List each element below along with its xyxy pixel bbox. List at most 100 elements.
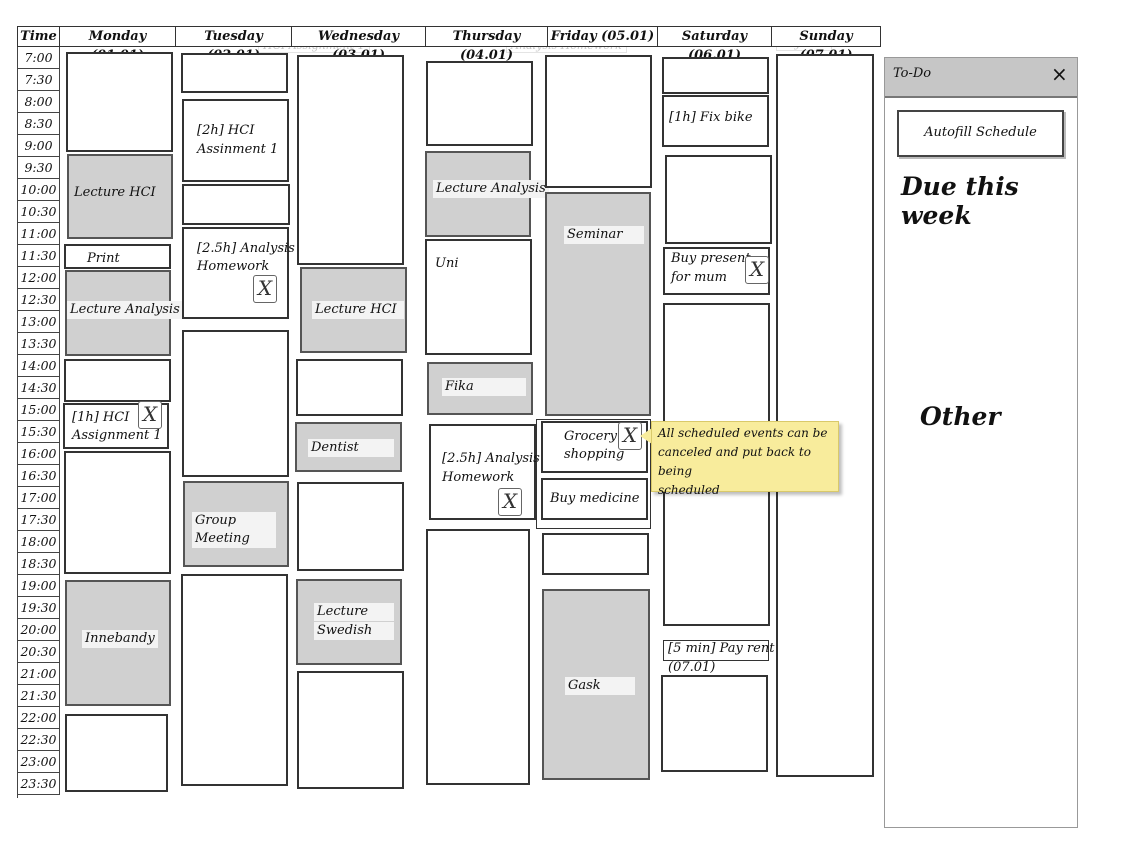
tuesday-analysis-homework[interactable]: [2.5h] Analysis Homework xyxy=(182,227,295,319)
event-label: Lecture Analysis xyxy=(67,301,183,319)
tooltip-line: canceled and put back to being xyxy=(658,445,811,478)
saturday-fix-bike[interactable]: [1h] Fix bike xyxy=(662,95,769,147)
friday-gask[interactable]: Gask xyxy=(542,589,650,780)
time-slot-label: 17:00 xyxy=(17,487,60,509)
tooltip-line: All scheduled events can be xyxy=(658,426,828,440)
wednesday-dentist[interactable]: Dentist xyxy=(295,422,402,472)
thursday-uni[interactable]: Uni xyxy=(425,239,532,355)
thursday-lecture-analysis[interactable]: Lecture Analysis xyxy=(425,151,549,237)
monday-lecture-analysis[interactable]: Lecture Analysis xyxy=(65,270,183,356)
wednesday-free-slot[interactable] xyxy=(297,482,404,571)
time-slot-label: 9:00 xyxy=(17,135,60,157)
time-slot-label: 8:30 xyxy=(17,113,60,135)
event-label: Meeting xyxy=(192,530,276,548)
event-label: Uni xyxy=(435,256,459,271)
event-label: for mum xyxy=(671,270,728,285)
monday-free-slot[interactable] xyxy=(65,714,168,792)
event-label: Lecture HCI xyxy=(74,185,156,200)
time-slot-label: 16:30 xyxy=(17,465,60,487)
time-slot-label: 23:30 xyxy=(17,773,60,795)
monday-free-slot[interactable] xyxy=(64,359,171,402)
cancel-event-button[interactable]: X xyxy=(745,256,769,284)
time-slot-label: 23:00 xyxy=(17,751,60,773)
other-heading: Other xyxy=(920,402,1001,431)
header-sunday: Sunday (07.01) xyxy=(772,26,881,63)
thursday-free-slot[interactable] xyxy=(426,61,533,146)
thursday-free-slot[interactable] xyxy=(426,529,530,785)
close-icon[interactable]: × xyxy=(1051,62,1068,86)
event-label: Assinment 1 xyxy=(197,142,279,157)
wednesday-free-slot[interactable] xyxy=(297,55,404,265)
event-label: [5 min] Pay rent xyxy=(668,641,775,656)
saturday-free-slot[interactable] xyxy=(661,675,768,772)
event-label: Group xyxy=(192,512,276,530)
saturday-free-slot[interactable] xyxy=(662,57,769,94)
event-label: Lecture Analysis xyxy=(433,180,549,198)
thursday-fika[interactable]: Fika xyxy=(427,362,533,415)
monday-innebandy[interactable]: Innebandy xyxy=(65,580,171,706)
event-label: Innebandy xyxy=(82,630,158,648)
saturday-free-slot[interactable] xyxy=(665,155,772,244)
wednesday-free-slot[interactable] xyxy=(296,359,403,416)
monday-lecture-hci[interactable]: Lecture HCI xyxy=(67,154,173,239)
time-slot-label: 17:30 xyxy=(17,509,60,531)
time-slot-label: 18:00 xyxy=(17,531,60,553)
autofill-schedule-button[interactable]: Autofill Schedule xyxy=(897,110,1064,157)
tuesday-free-slot[interactable] xyxy=(182,184,290,225)
cancel-event-button[interactable]: X xyxy=(253,275,277,303)
monday-hci-assignment[interactable]: [1h] HCI Assignment 1 xyxy=(63,403,169,449)
event-label: Lecture xyxy=(314,603,394,621)
time-slot-label: 20:00 xyxy=(17,619,60,641)
cancel-event-button[interactable]: X xyxy=(618,422,642,450)
saturday-pay-rent[interactable]: [5 min] Pay rent xyxy=(663,640,774,661)
time-slot-label: 9:30 xyxy=(17,157,60,179)
event-label: Assignment 1 xyxy=(72,428,162,443)
wednesday-lecture-swedish[interactable]: Lecture Swedish xyxy=(296,579,402,665)
time-slot-label: 15:00 xyxy=(17,399,60,421)
time-slot-label: 7:30 xyxy=(17,69,60,91)
friday-seminar[interactable]: Seminar xyxy=(545,192,651,416)
event-label: Print xyxy=(87,251,120,266)
time-slot-label: 18:30 xyxy=(17,553,60,575)
monday-free-slot[interactable] xyxy=(66,52,173,152)
event-label: Seminar xyxy=(564,226,644,244)
wednesday-free-slot[interactable] xyxy=(297,671,404,789)
friday-free-slot[interactable] xyxy=(545,55,652,188)
event-label: Buy present xyxy=(671,251,751,266)
sunday-free-slot[interactable] xyxy=(776,54,874,777)
header-tuesday: Tuesday (02.01) xyxy=(176,26,292,63)
tuesday-hci-assignment[interactable]: [2h] HCI Assinment 1 xyxy=(182,99,289,182)
tuesday-free-slot[interactable] xyxy=(181,574,288,786)
time-slot-label: 12:00 xyxy=(17,267,60,289)
monday-print[interactable]: Print xyxy=(64,244,171,269)
tuesday-free-slot[interactable] xyxy=(181,53,288,93)
time-slot-label: 22:30 xyxy=(17,729,60,751)
event-label: [2h] HCI xyxy=(197,123,255,138)
time-slot-label: 13:00 xyxy=(17,311,60,333)
time-slot-label: 21:00 xyxy=(17,663,60,685)
time-slot-label: 21:30 xyxy=(17,685,60,707)
header-time: Time xyxy=(17,26,60,47)
todo-panel: To-Do × Autofill Schedule Due this week … xyxy=(884,57,1078,828)
friday-buy-medicine[interactable]: Buy medicine xyxy=(541,478,648,520)
time-slot-label: 14:00 xyxy=(17,355,60,377)
cancel-event-button[interactable]: X xyxy=(498,488,522,516)
due-this-week-heading: Due this week xyxy=(901,172,1019,230)
wednesday-lecture-hci[interactable]: Lecture HCI xyxy=(300,267,407,353)
monday-free-slot[interactable] xyxy=(64,451,171,574)
event-label: Grocery xyxy=(564,429,617,444)
header-monday: Monday (01.01) xyxy=(60,26,176,63)
time-slot-label: 15:30 xyxy=(17,421,60,443)
friday-free-slot[interactable] xyxy=(542,533,649,575)
event-label: Homework xyxy=(197,259,270,274)
event-label: Dentist xyxy=(308,439,394,457)
time-slot-label: 11:30 xyxy=(17,245,60,267)
tuesday-group-meeting[interactable]: Group Meeting xyxy=(183,481,289,567)
event-label: Lecture HCI xyxy=(312,301,404,319)
tuesday-free-slot[interactable] xyxy=(182,330,289,477)
time-slot-label: 10:30 xyxy=(17,201,60,223)
cancel-event-button[interactable]: X xyxy=(138,401,162,429)
tooltip-line: scheduled xyxy=(658,483,720,497)
event-label: Buy medicine xyxy=(550,491,640,506)
time-slot-label: 19:30 xyxy=(17,597,60,619)
